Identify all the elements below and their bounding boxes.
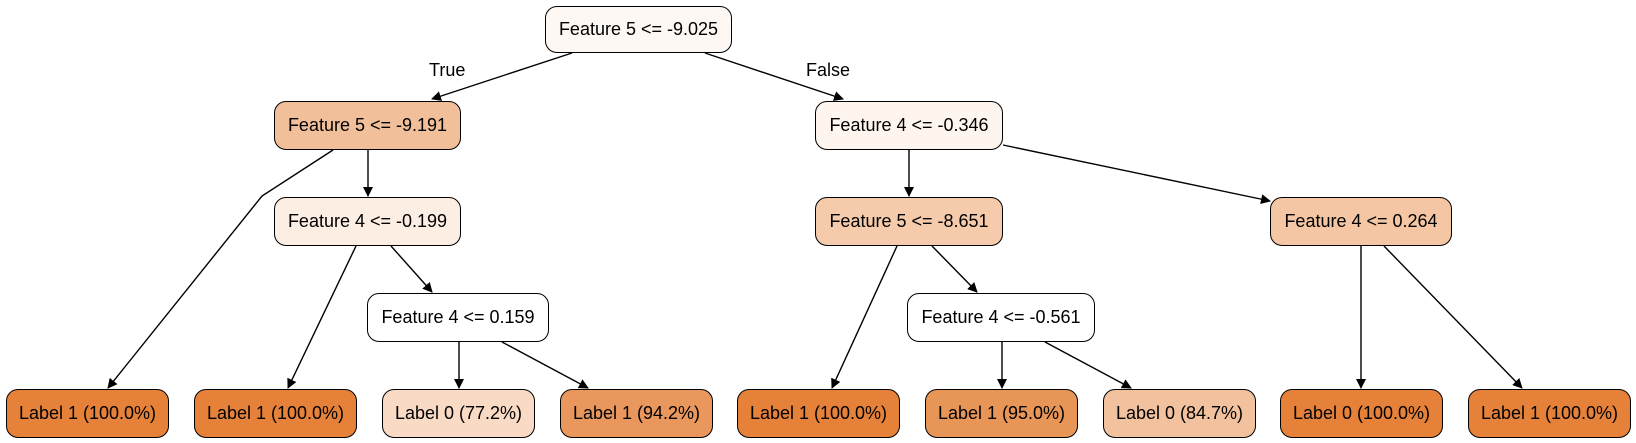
- edge-root-to-left: [431, 52, 573, 101]
- edge-right-to-feature4-c: [1002, 144, 1271, 205]
- leaf-node-label0-c: Label 0 (100.0%): [1280, 389, 1443, 438]
- root-split-node: Feature 5 <= -9.025: [545, 6, 732, 53]
- split-node-feature5-b: Feature 5 <= -8.651: [815, 197, 1003, 246]
- leaf-node-label0-b: Label 0 (84.7%): [1103, 389, 1256, 438]
- leaf-node-label1-d: Label 1 (100.0%): [737, 389, 900, 438]
- edge-label-false: False: [806, 60, 851, 80]
- split-node-feature4-d: Feature 4 <= -0.561: [907, 293, 1095, 342]
- split-node-feature4-c: Feature 4 <= 0.264: [1270, 197, 1452, 246]
- edge-feature5-to-leaf: [831, 245, 898, 389]
- edge-feature4-c-to-label1: [1383, 245, 1523, 389]
- edge-feature4-d-to-label0: [1044, 341, 1132, 389]
- edge-label-true: True: [429, 60, 466, 80]
- leaf-node-label1-c: Label 1 (94.2%): [560, 389, 713, 438]
- leaf-node-label1-f: Label 1 (100.0%): [1468, 389, 1631, 438]
- edge-feature4-a-to-feature4-b: [390, 245, 433, 293]
- leaf-node-label1-a: Label 1 (100.0%): [6, 389, 169, 438]
- edge-feature5-to-feature4-d: [931, 245, 978, 293]
- edge-feature4-b-to-label1: [501, 341, 589, 389]
- leaf-node-label1-e: Label 1 (95.0%): [925, 389, 1078, 438]
- edge-feature4-a-to-leaf: [287, 245, 357, 389]
- leaf-node-label0-a: Label 0 (77.2%): [382, 389, 535, 438]
- split-node-feature4-r: Feature 4 <= -0.346: [815, 101, 1003, 150]
- split-node-feature4-b: Feature 4 <= 0.159: [367, 293, 549, 342]
- split-node-feature4-a: Feature 4 <= -0.199: [274, 197, 461, 246]
- leaf-node-label1-b: Label 1 (100.0%): [194, 389, 357, 438]
- split-node-feature5-a: Feature 5 <= -9.191: [274, 101, 461, 150]
- edge-left-to-leaf-1: [107, 149, 334, 389]
- edge-root-to-right: [704, 52, 844, 101]
